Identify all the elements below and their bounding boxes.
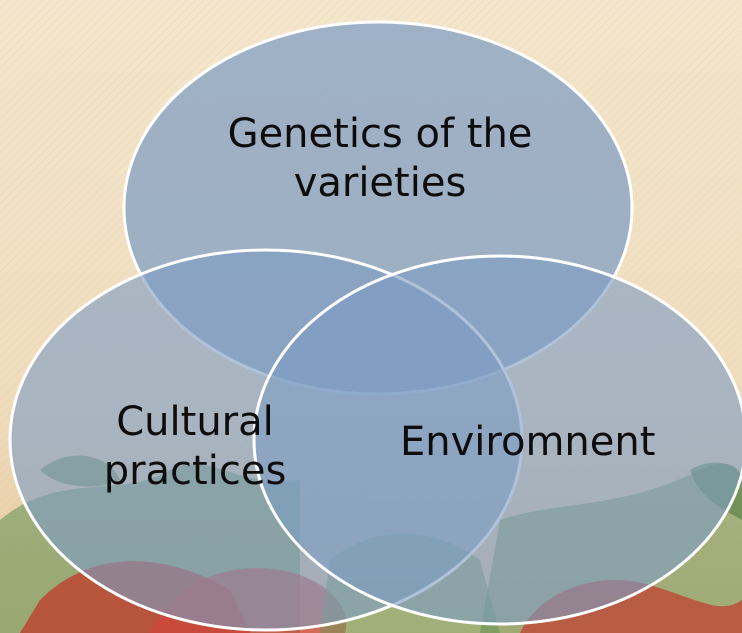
environment-label-line-1: Enviromnent <box>400 419 656 465</box>
cultural-practices-label-line-1: Cultural <box>116 399 274 445</box>
environment-label: Enviromnent <box>400 418 700 467</box>
cultural-practices-label-line-2: practices <box>103 447 287 494</box>
genetics-label: Genetics of the varieties <box>185 110 575 208</box>
cultural-practices-label: Cultural practices <box>70 398 320 496</box>
environment-circle <box>252 254 742 626</box>
genetics-label-line-2: varieties <box>293 159 467 206</box>
genetics-label-line-1: Genetics of the <box>227 111 533 157</box>
